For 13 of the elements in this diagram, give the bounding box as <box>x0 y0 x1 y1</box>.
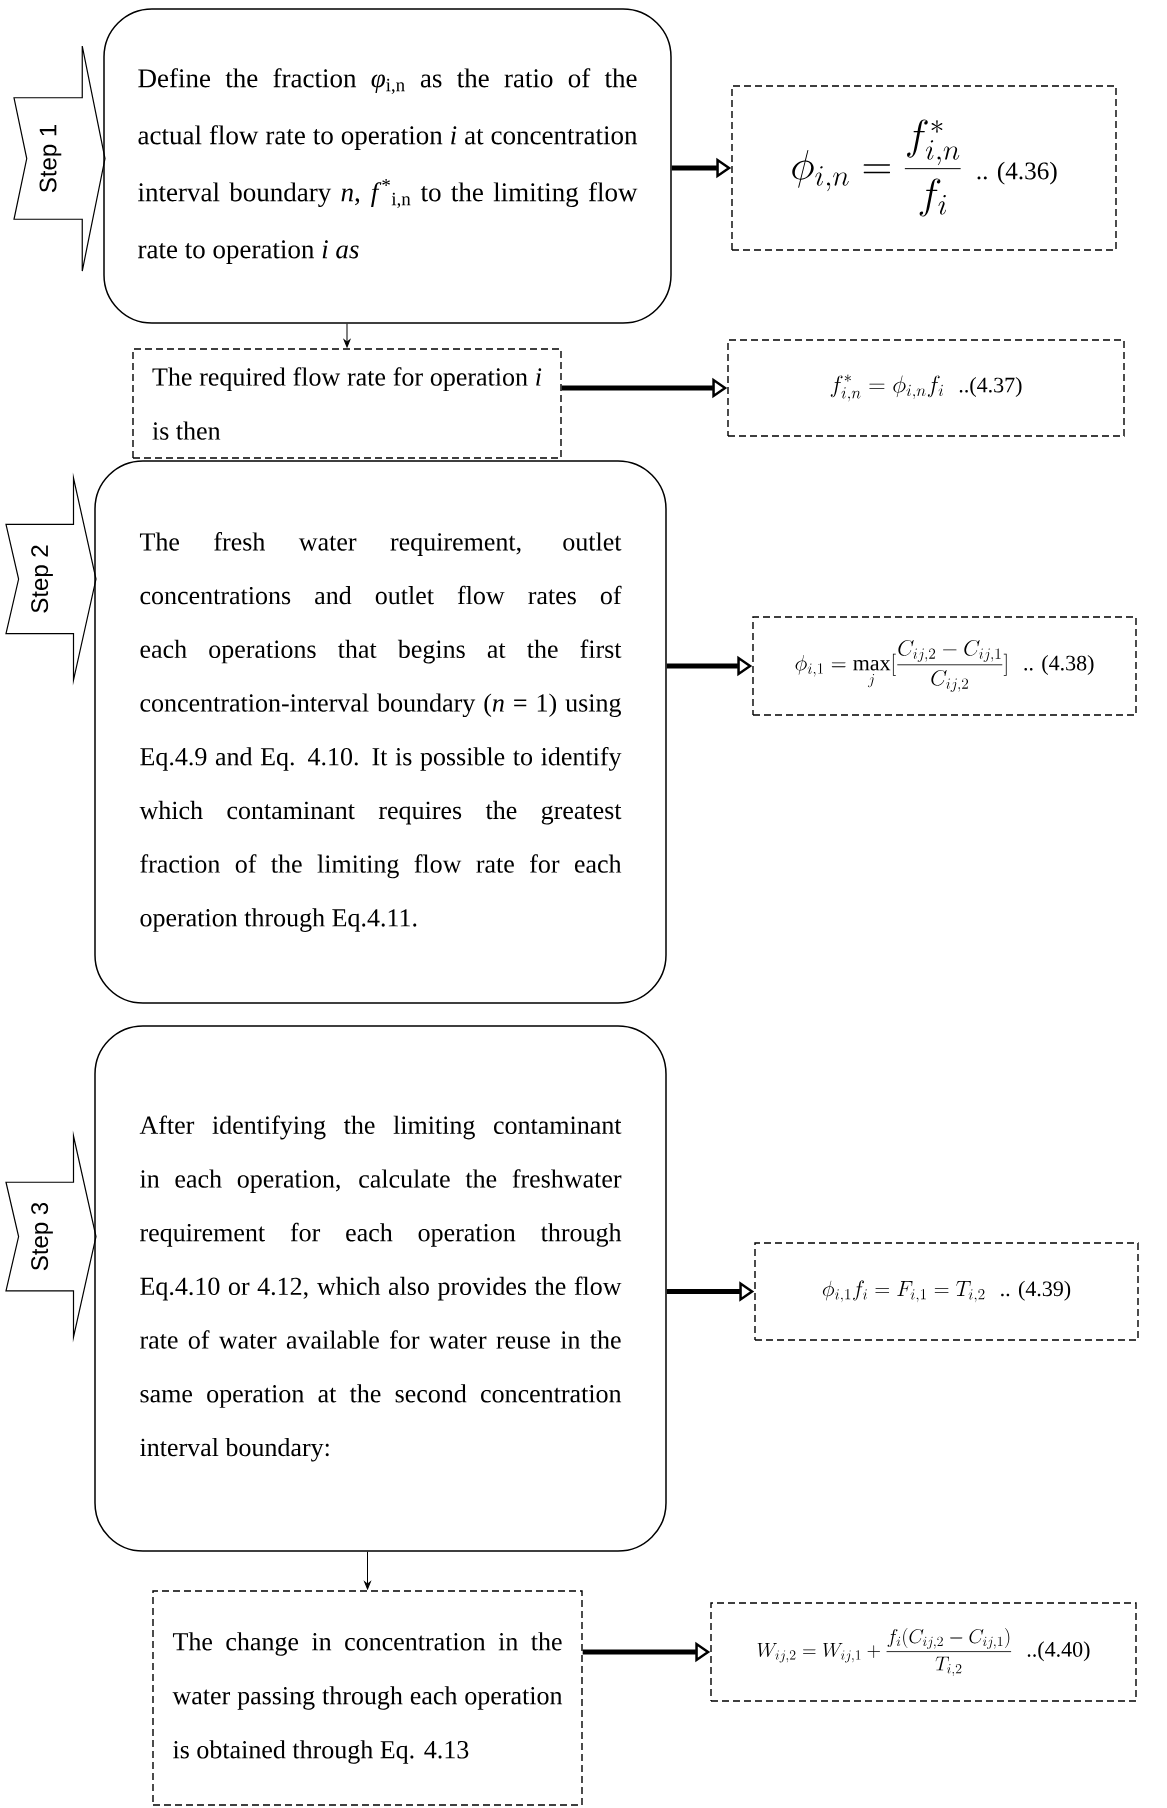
step-box: The fresh water requirement, outlet concentrations and outlet flow rates of each operations that begins at the first concentration-interval boundary (n = 1) using Eq.4.9 and Eq. 4.10. It is possible to identify which contaminant requires the greatest fraction of the limiting flow rate for each operation through Eq.4.11. <box>94 460 667 1004</box>
equation-box: $W_{ij,2}=W_{ij,1}+\frac{f_i(C_{ij,2}-C_{ij,1})}{T_{i,2}}$ ..(4.40) <box>710 1602 1137 1702</box>
equation-box: $\phi_{i,1}=\max_{j}[\frac{C_{ij,2}-C_{ij,1}}{C_{ij,2}}]$ .. (4.38) <box>752 616 1137 716</box>
text-box: The required flow rate for operation i is then <box>132 348 562 459</box>
arrow <box>343 323 351 348</box>
equation-box: $f_{i,n}^{*}=\phi_{i,n}f_i$ ..(4.37) <box>727 339 1125 437</box>
step-chevron: Step 1 <box>13 45 106 272</box>
step-box: After identifying the limiting contaminant in each operation, calculate the freshwater requirement for each operation through Eq.4.10 or 4.12, which also provides the flow rate of water available for water reuse in the same operation at the second concentration interval boundary: <box>94 1025 667 1552</box>
step-box: Define the fraction φ$_{i,n}$ as the ratio of the actual flow rate to operation i at concentration interval boundary n, f$^{*}$$_{i,n}$ to the limiting flow rate to operation i as <box>103 8 672 324</box>
equation-box: $\phi_{i,1}f_i=F_{i,1}=T_{i,2}$ .. (4.39) <box>754 1242 1139 1341</box>
text-box: The change in concentration in the water passing through each operation is obtained through Eq. 4.13 <box>152 1590 583 1806</box>
arrow <box>364 1551 371 1590</box>
equation-box: $\phi_{i,n}=\frac{f_{i,n}^{*}}{f_i}$ .. (4.36) <box>731 85 1117 251</box>
